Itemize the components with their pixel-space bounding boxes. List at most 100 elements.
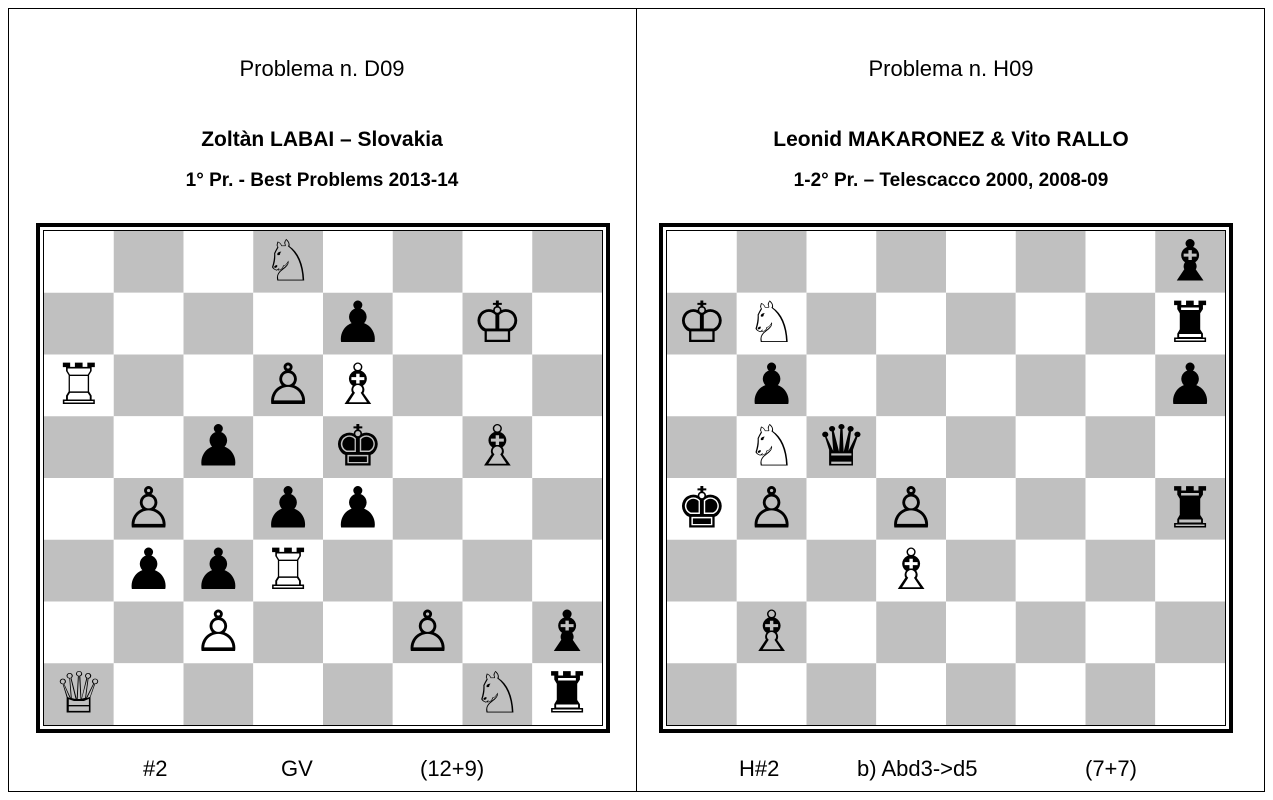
board-square [393, 540, 463, 602]
board-square [667, 355, 737, 417]
board-square [1016, 416, 1086, 478]
board-square [532, 355, 602, 417]
board-square [44, 602, 114, 664]
board-square [1086, 355, 1156, 417]
white-pawn-icon: ♙ [746, 475, 797, 541]
stipulation: #2 [143, 756, 167, 782]
board-square [946, 540, 1016, 602]
problem-authors: Zoltàn LABAI – Slovakia [8, 128, 636, 152]
white-queen-icon: ♕ [53, 661, 104, 725]
board-square [1016, 540, 1086, 602]
board-square [876, 231, 946, 293]
board-square [463, 478, 533, 540]
board-square [1086, 602, 1156, 664]
problem-award: 1° Pr. - Best Problems 2013-14 [8, 170, 636, 192]
board-square [876, 416, 946, 478]
board-square [667, 416, 737, 478]
board-square [184, 293, 254, 355]
board-square [807, 478, 877, 540]
black-rook-icon: ♜ [1165, 290, 1216, 356]
board-square [667, 540, 737, 602]
black-pawn-icon: ♟ [123, 537, 174, 603]
black-pawn-icon: ♟ [1165, 352, 1216, 418]
board-square [253, 416, 323, 478]
black-bishop-icon: ♝ [1165, 231, 1216, 294]
chess-board: ♝♔♘♜♟♟♘♛♚♙♙♜♗♗ [659, 223, 1233, 733]
board-square [393, 478, 463, 540]
board-square [393, 293, 463, 355]
board-square [184, 478, 254, 540]
board-square [876, 663, 946, 725]
twin-label: b) Abd3->d5 [857, 756, 977, 782]
board-square [393, 663, 463, 725]
white-knight-icon: ♘ [472, 661, 523, 725]
board-square [876, 293, 946, 355]
board-square [667, 231, 737, 293]
black-pawn-icon: ♟ [193, 537, 244, 603]
black-bishop-icon: ♝ [542, 599, 593, 665]
board-square [1016, 602, 1086, 664]
board-square [1155, 663, 1225, 725]
board-square [1155, 540, 1225, 602]
black-king-icon: ♚ [332, 414, 383, 480]
board-square [1155, 416, 1225, 478]
white-pawn-icon: ♙ [193, 599, 244, 665]
problem-number: Problema n. D09 [8, 56, 636, 82]
board-square [323, 663, 393, 725]
board-square [1086, 540, 1156, 602]
board-square [532, 416, 602, 478]
board-square [1086, 231, 1156, 293]
board-square [1016, 293, 1086, 355]
board-square [323, 540, 393, 602]
board-square [737, 540, 807, 602]
board-square [463, 355, 533, 417]
board-square [1086, 663, 1156, 725]
board-square [946, 478, 1016, 540]
board-square [807, 231, 877, 293]
board-square [946, 416, 1016, 478]
black-pawn-icon: ♟ [263, 475, 314, 541]
problem-left: Problema n. D09 Zoltàn LABAI – Slovakia … [8, 8, 636, 792]
board-square [1016, 663, 1086, 725]
board-square [1016, 478, 1086, 540]
board-square [876, 602, 946, 664]
board-square [532, 478, 602, 540]
board-square [946, 293, 1016, 355]
board-square [184, 355, 254, 417]
board-square [463, 540, 533, 602]
white-king-icon: ♔ [676, 290, 727, 356]
board-square [807, 663, 877, 725]
board-square [323, 231, 393, 293]
white-knight-icon: ♘ [263, 231, 314, 294]
board-square [253, 602, 323, 664]
board-square [946, 355, 1016, 417]
board-square [1086, 478, 1156, 540]
white-pawn-icon: ♙ [886, 475, 937, 541]
black-rook-icon: ♜ [1165, 475, 1216, 541]
board-square [737, 663, 807, 725]
board-square [184, 663, 254, 725]
board-square [44, 416, 114, 478]
black-queen-icon: ♛ [816, 414, 867, 480]
board-square [44, 540, 114, 602]
black-king-icon: ♚ [676, 475, 727, 541]
white-king-icon: ♔ [472, 290, 523, 356]
white-bishop-icon: ♗ [332, 352, 383, 418]
board-square [1155, 602, 1225, 664]
board-square [114, 416, 184, 478]
black-rook-icon: ♜ [542, 661, 593, 725]
board-square [323, 602, 393, 664]
board-square [1016, 231, 1086, 293]
white-bishop-icon: ♗ [746, 599, 797, 665]
theme-label: GV [281, 756, 313, 782]
board-square [876, 355, 946, 417]
board-square [114, 231, 184, 293]
board-square [667, 663, 737, 725]
board-square [1086, 293, 1156, 355]
board-square [114, 663, 184, 725]
white-knight-icon: ♘ [746, 414, 797, 480]
board-square [1086, 416, 1156, 478]
board-square [463, 602, 533, 664]
board-square [114, 293, 184, 355]
board-square [393, 416, 463, 478]
